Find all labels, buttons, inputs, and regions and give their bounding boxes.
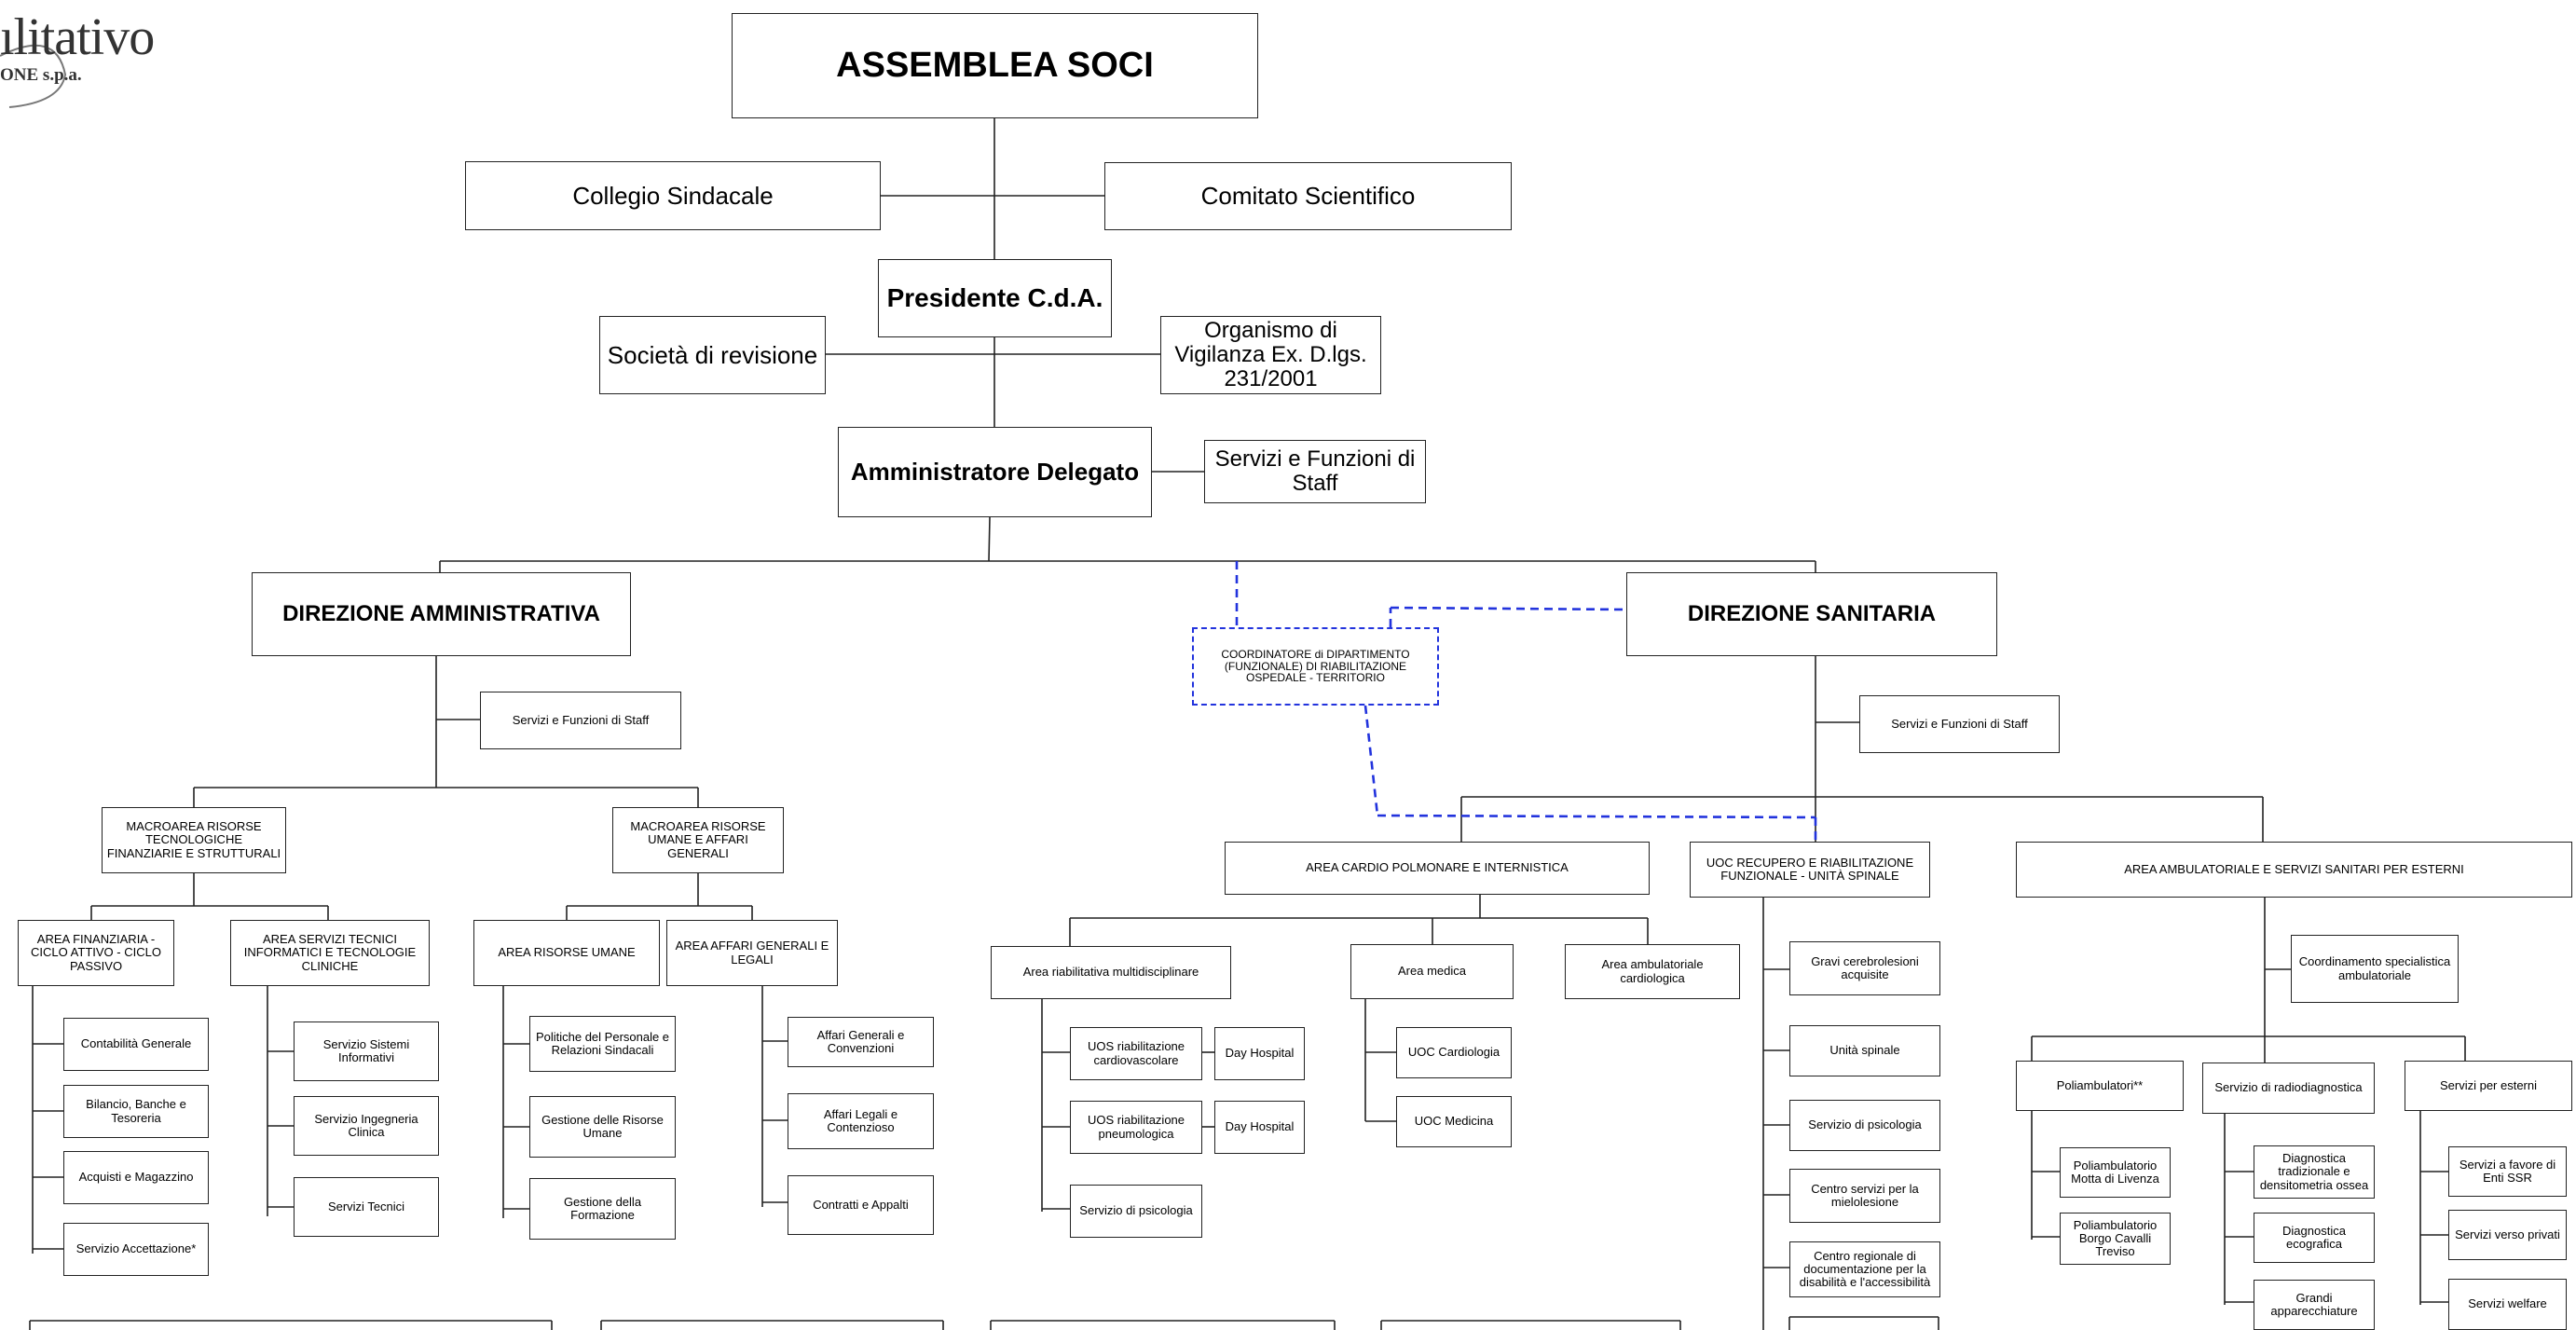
node-accettazione: Servizio Accettazione* [63, 1223, 209, 1276]
node-collegio-sindacale: Collegio Sindacale [465, 161, 881, 230]
node-servizi-privati: Servizi verso privati [2448, 1210, 2567, 1260]
node-poliambulatori: Poliambulatori** [2016, 1061, 2184, 1111]
node-ingegneria-clinica: Servizio Ingegneria Clinica [294, 1096, 439, 1156]
node-area-finanziaria: AREA FINANZIARIA - CICLO ATTIVO - CICLO … [18, 920, 174, 986]
node-gestione-risorse-umane: Gestione delle Risorse Umane [529, 1096, 676, 1158]
logo-text: ılitativo [0, 8, 155, 66]
node-unita-spinale: Unità spinale [1789, 1025, 1940, 1076]
node-macro-tecnologiche: MACROAREA RISORSE TECNOLOGICHE FINANZIAR… [102, 807, 286, 873]
node-uoc-medicina: UOC Medicina [1396, 1096, 1512, 1147]
node-poli-motta: Poliambulatorio Motta di Livenza [2060, 1147, 2171, 1198]
node-uoc-recupero: UOC RECUPERO E RIABILITAZIONE FUNZIONALE… [1690, 842, 1930, 898]
node-coordinamento-specialistica: Coordinamento specialistica ambulatorial… [2291, 935, 2459, 1003]
node-politiche-personale: Politiche del Personale e Relazioni Sind… [529, 1016, 676, 1072]
node-direzione-sanitaria: DIREZIONE SANITARIA [1626, 572, 1997, 656]
node-direzione-amministrativa: DIREZIONE AMMINISTRATIVA [252, 572, 631, 656]
node-macro-umane: MACROAREA RISORSE UMANE E AFFARI GENERAL… [612, 807, 784, 873]
node-acquisti: Acquisti e Magazzino [63, 1151, 209, 1204]
node-diag-tradizionale: Diagnostica tradizionale e densitometria… [2254, 1145, 2375, 1199]
node-day-hospital-2: Day Hospital [1214, 1101, 1305, 1154]
node-affari-generali-convenzioni: Affari Generali e Convenzioni [788, 1017, 934, 1067]
logo-swirl-icon [0, 44, 67, 108]
node-centro-documentazione: Centro regionale di documentazione per l… [1789, 1241, 1940, 1297]
logo-subtext: ONE s.p.a. [0, 65, 82, 85]
node-grandi-apparecchiature: Grandi apparecchiature [2254, 1280, 2375, 1330]
node-amministratore-delegato: Amministratore Delegato [838, 427, 1152, 517]
node-gestione-formazione: Gestione della Formazione [529, 1178, 676, 1240]
node-area-cardio: AREA CARDIO POLMONARE E INTERNISTICA [1225, 842, 1650, 895]
node-contabilita: Contabilità Generale [63, 1018, 209, 1071]
node-uoc-cardiologia: UOC Cardiologia [1396, 1027, 1512, 1078]
node-area-medica: Area medica [1350, 944, 1514, 999]
node-affari-legali: Affari Legali e Contenzioso [788, 1093, 934, 1149]
node-comitato-scientifico: Comitato Scientifico [1104, 162, 1512, 230]
node-servizio-psicologia-cardio: Servizio di psicologia [1070, 1185, 1202, 1238]
node-uos-pneumologica: UOS riabilitazione pneumologica [1070, 1101, 1202, 1154]
node-servizi-ssr: Servizi a favore di Enti SSR [2448, 1146, 2567, 1197]
node-societa-revisione: Società di revisione [599, 316, 826, 394]
node-presidente: Presidente C.d.A. [878, 259, 1112, 337]
node-staff-sanitaria: Servizi e Funzioni di Staff [1859, 695, 2060, 753]
node-poli-borgo: Poliambulatorio Borgo Cavalli Treviso [2060, 1213, 2171, 1265]
node-uos-cardiovascolare: UOS riabilitazione cardiovascolare [1070, 1027, 1202, 1080]
node-contratti-appalti: Contratti e Appalti [788, 1175, 934, 1235]
node-staff-amministrativa: Servizi e Funzioni di Staff [480, 692, 681, 749]
node-area-servizi-tecnici: AREA SERVIZI TECNICI INFORMATICI E TECNO… [230, 920, 430, 986]
node-diag-ecografica: Diagnostica ecografica [2254, 1213, 2375, 1263]
node-day-hospital-1: Day Hospital [1214, 1027, 1305, 1080]
node-servizi-esterni: Servizi per esterni [2405, 1061, 2572, 1111]
node-servizio-radiodiagnostica: Servizio di radiodiagnostica [2202, 1063, 2375, 1114]
node-assemblea-soci: ASSEMBLEA SOCI [732, 13, 1258, 118]
node-gravi-cerebrolesioni: Gravi cerebrolesioni acquisite [1789, 941, 1940, 995]
node-servizi-welfare: Servizi welfare [2448, 1279, 2567, 1330]
node-area-ambulatoriale-cardio: Area ambulatoriale cardiologica [1565, 944, 1740, 999]
node-sistemi-informativi: Servizio Sistemi Informativi [294, 1021, 439, 1081]
company-logo: ılitativo ONE s.p.a. [0, 0, 177, 112]
node-servizio-psicologia-spinale: Servizio di psicologia [1789, 1100, 1940, 1151]
node-area-riabilitativa: Area riabilitativa multidisciplinare [991, 946, 1231, 999]
node-coordinatore-dipartimento: COORDINATORE di DIPARTIMENTO (FUNZIONALE… [1192, 627, 1439, 706]
node-bilancio: Bilancio, Banche e Tesoreria [63, 1085, 209, 1138]
node-centro-mielolesione: Centro servizi per la mielolesione [1789, 1169, 1940, 1223]
node-servizi-staff-ad: Servizi e Funzioni di Staff [1204, 440, 1426, 503]
node-area-affari-generali: AREA AFFARI GENERALI E LEGALI [666, 920, 838, 986]
node-area-ambulatoriale-esterni: AREA AMBULATORIALE E SERVIZI SANITARI PE… [2016, 842, 2572, 898]
node-servizi-tecnici: Servizi Tecnici [294, 1177, 439, 1237]
node-organismo-vigilanza: Organismo di Vigilanza Ex. D.lgs. 231/20… [1160, 316, 1381, 394]
node-area-risorse-umane: AREA RISORSE UMANE [473, 920, 660, 986]
